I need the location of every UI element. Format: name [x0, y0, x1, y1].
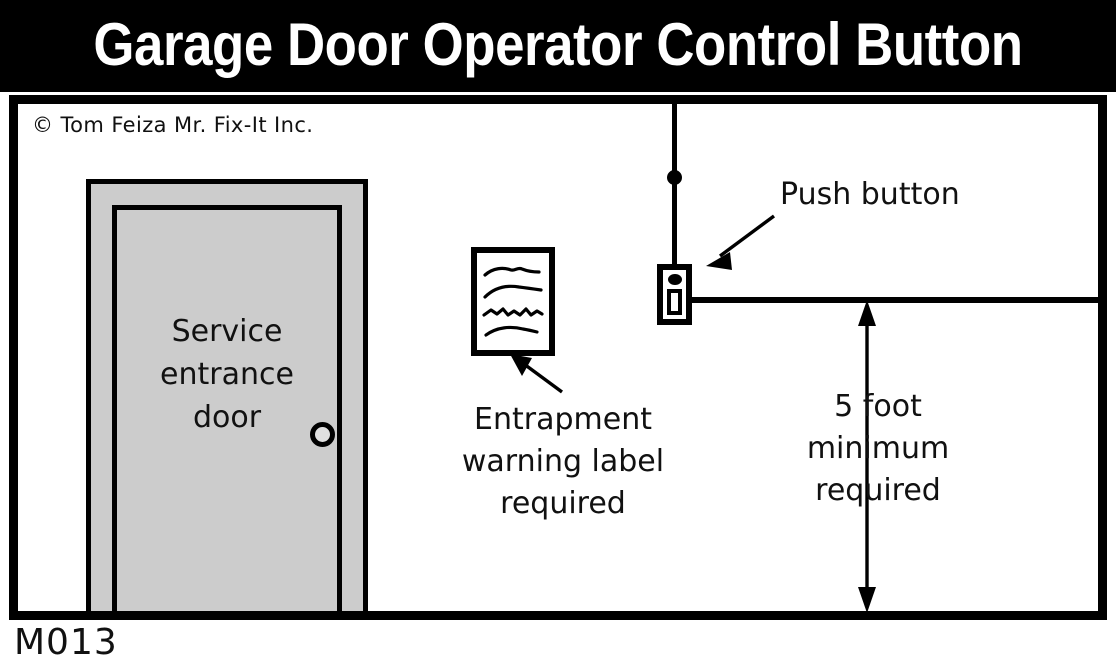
entrapment-caption-line2: warning label — [461, 444, 665, 479]
copyright-credit: © Tom Feiza Mr. Fix-It Inc. — [32, 113, 314, 137]
illustration-frame: © Tom Feiza Mr. Fix-It Inc. Service entr… — [9, 95, 1107, 620]
push-button-indicator-icon — [668, 274, 682, 285]
height-dimension-caption: 5 foot minimum required — [758, 386, 998, 512]
push-button-caption-text: Push button — [780, 177, 960, 212]
wire-junction-dot-icon — [667, 170, 682, 185]
door-label: Service entrance door — [117, 310, 337, 439]
push-button-key-icon — [667, 289, 682, 315]
doorknob-icon — [310, 422, 335, 447]
push-button-caption: Push button — [780, 177, 960, 213]
door-label-line3: door — [192, 400, 262, 435]
height-caption-line3: required — [815, 473, 941, 508]
push-button-leader-arrow — [706, 214, 776, 270]
door-label-line1: Service — [171, 314, 283, 349]
control-wire — [672, 104, 677, 272]
service-entrance-door: Service entrance door — [86, 179, 368, 611]
illustration-canvas: © Tom Feiza Mr. Fix-It Inc. Service entr… — [18, 104, 1098, 611]
entrapment-warning-label-icon — [471, 247, 555, 356]
door-panel: Service entrance door — [112, 205, 342, 611]
squiggle-lines-icon — [482, 266, 544, 337]
title-bar: Garage Door Operator Control Button — [0, 0, 1116, 92]
entrapment-caption: Entrapment warning label required — [433, 399, 693, 525]
page-title: Garage Door Operator Control Button — [93, 11, 1023, 78]
entrapment-caption-line3: required — [500, 486, 626, 521]
height-caption-line1: 5 foot — [834, 389, 922, 424]
door-label-line2: entrance — [160, 357, 294, 392]
entrapment-label-leader-arrow — [510, 354, 564, 394]
push-button-icon — [657, 264, 692, 325]
entrapment-caption-line1: Entrapment — [474, 402, 652, 437]
wall-reference-line — [691, 297, 1098, 303]
figure-code: M013 — [14, 622, 118, 663]
height-caption-line2: minimum — [806, 431, 950, 466]
